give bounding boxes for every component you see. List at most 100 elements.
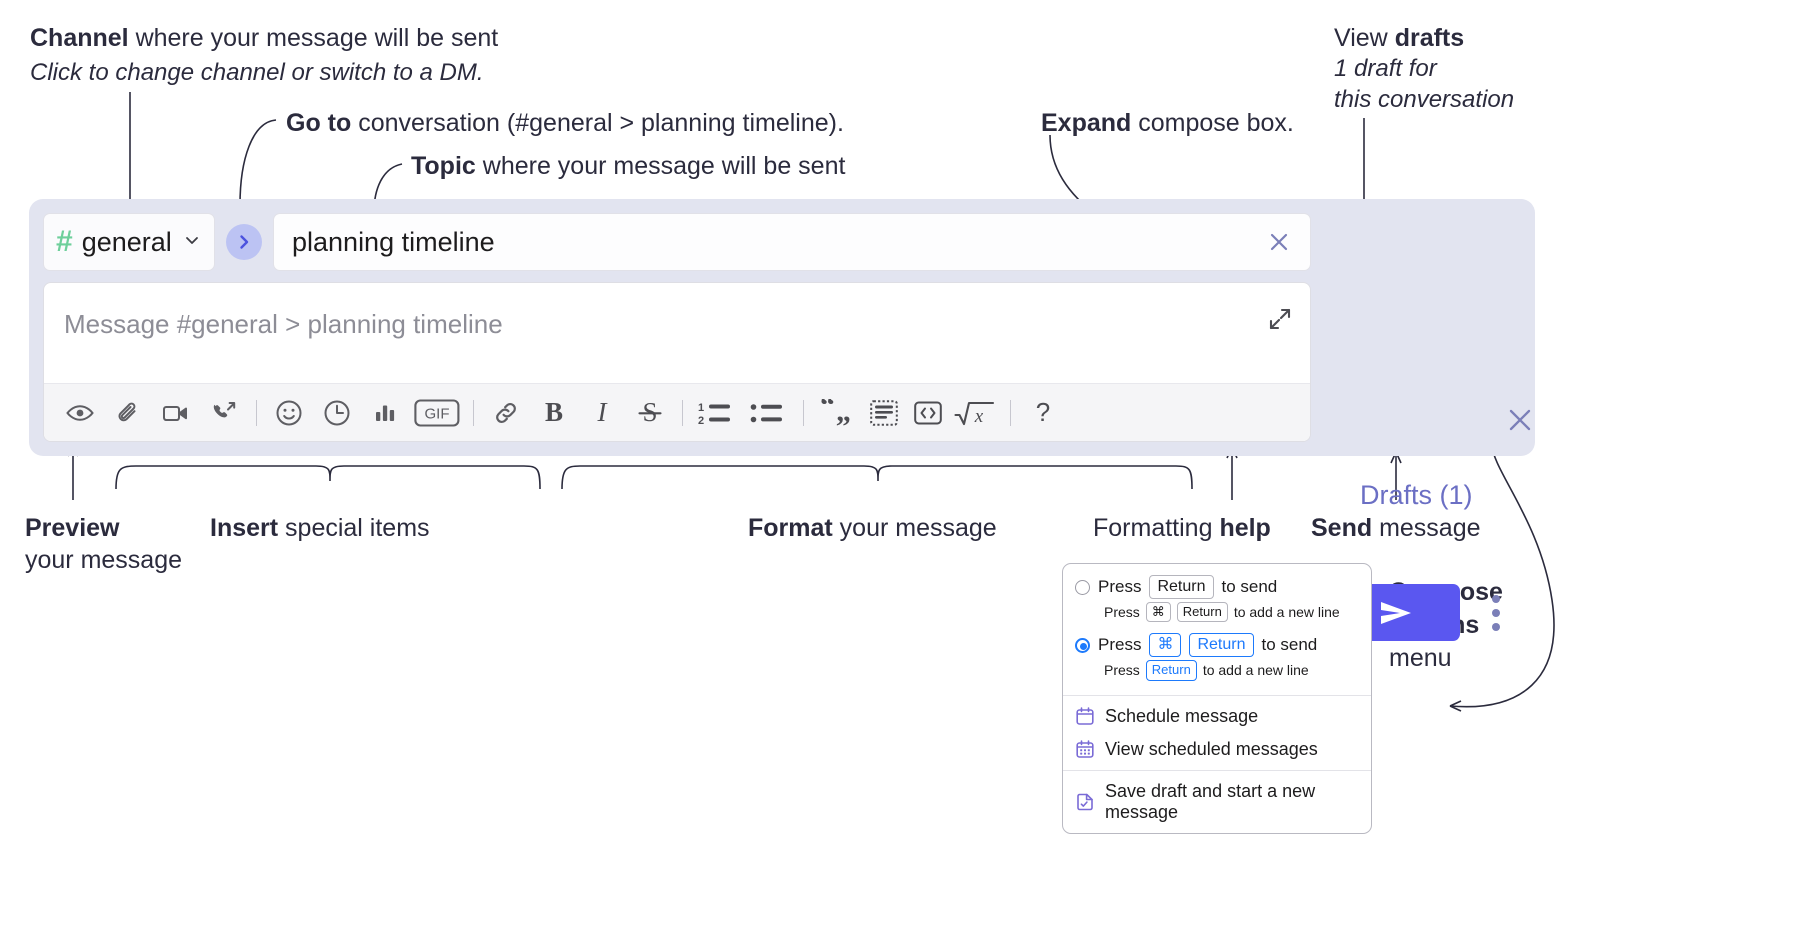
bulleted-list-icon[interactable]: [747, 393, 791, 433]
annotation-drafts-line2: 1 draft for: [1334, 55, 1437, 82]
annotation-topic: Topic where your message will be sent: [411, 150, 845, 182]
compose-header-row: # general planning timeline: [43, 213, 1311, 271]
clock-icon[interactable]: [317, 393, 357, 433]
option-2-post: to send: [1261, 635, 1318, 655]
key-command: ⌘: [1145, 602, 1171, 623]
annotation-goto-bold: Go to: [286, 109, 352, 137]
svg-text:2: 2: [698, 415, 704, 427]
annotation-drafts: View drafts 1 draft for this conversatio…: [1334, 22, 1514, 115]
poll-icon[interactable]: [365, 393, 405, 433]
option-1-sub-pre: Press: [1104, 604, 1140, 621]
menu-item-schedule-message[interactable]: Schedule message: [1063, 700, 1371, 733]
radio-option-return[interactable]: Press Return to send: [1063, 574, 1371, 600]
more-options-icon[interactable]: [1481, 584, 1511, 641]
annotation-format: Format your message: [748, 512, 997, 544]
close-icon[interactable]: [1504, 404, 1536, 441]
compose-inner: # general planning timeline M: [43, 213, 1311, 442]
message-compose-box[interactable]: Message #general > planning timeline: [43, 282, 1311, 442]
draft-group: Save draft and start a new message: [1063, 771, 1371, 833]
radio-button-selected[interactable]: [1075, 637, 1090, 653]
key-return: Return: [1145, 660, 1197, 681]
emoji-icon[interactable]: [269, 393, 309, 433]
calendar-icon: [1075, 706, 1095, 726]
annotation-channel-line2: Click to change channel or switch to a D…: [30, 59, 484, 86]
annotation-preview: Preview your message: [25, 512, 182, 576]
svg-text:x: x: [974, 406, 984, 427]
menu-item-label: Save draft and start a new message: [1105, 780, 1316, 822]
key-return: Return: [1189, 633, 1254, 658]
annotation-expand-bold: Expand: [1041, 109, 1132, 137]
annotation-channel: Channel where your message will be sent …: [30, 22, 498, 89]
strikethrough-icon[interactable]: S: [630, 393, 670, 433]
goto-conversation-button[interactable]: [226, 224, 262, 260]
annotation-fhelp-bold: help: [1219, 514, 1271, 542]
gif-icon[interactable]: GIF: [413, 393, 461, 433]
option-1-post: to send: [1221, 577, 1278, 596]
kebab-dot: [1492, 608, 1500, 617]
help-icon[interactable]: ?: [1023, 393, 1063, 433]
schedule-group: Schedule message View scheduled messages: [1063, 696, 1371, 770]
option-1-pre: Press: [1098, 577, 1142, 596]
preview-icon[interactable]: [60, 393, 100, 433]
kebab-dot: [1492, 622, 1500, 631]
annotation-preview-line2: your message: [25, 546, 183, 574]
menu-item-view-scheduled-messages[interactable]: View scheduled messages: [1063, 733, 1371, 766]
save-draft-icon: [1075, 792, 1095, 812]
annotation-format-bold: Format: [748, 514, 833, 542]
message-input-placeholder: Message #general > planning timeline: [64, 309, 503, 339]
menu-divider: [1063, 769, 1371, 771]
compose-options-menu: Press Return to send Press ⌘ Return to a…: [1062, 563, 1372, 834]
channel-selector[interactable]: # general: [43, 213, 215, 271]
annotation-topic-rest: where your message will be sent: [475, 152, 846, 180]
annotation-drafts-line3: this conversation: [1334, 85, 1515, 113]
audio-call-icon[interactable]: [204, 393, 244, 433]
radio-button[interactable]: [1075, 579, 1090, 595]
svg-text:?: ?: [1036, 398, 1050, 427]
close-icon[interactable]: [1264, 227, 1294, 257]
italic-icon[interactable]: I: [582, 393, 622, 433]
key-command: ⌘: [1149, 633, 1182, 658]
expand-icon[interactable]: [1266, 305, 1294, 338]
topic-input[interactable]: planning timeline: [273, 213, 1311, 271]
link-icon[interactable]: [486, 393, 526, 433]
compose-panel: # general planning timeline M: [29, 199, 1536, 641]
hash-icon: #: [56, 225, 73, 258]
send-icon: [1381, 601, 1411, 624]
drafts-link[interactable]: Drafts (1): [1360, 480, 1473, 510]
calendar-grid-icon: [1075, 739, 1095, 759]
option-1-sub-post: to add a new line: [1233, 604, 1340, 621]
annotation-send-bold: Send: [1311, 514, 1373, 542]
option-2-pre: Press: [1098, 635, 1142, 655]
radio-option-cmd-return[interactable]: Press ⌘ Return to send: [1063, 632, 1371, 658]
annotation-compose-line3: menu: [1389, 644, 1452, 672]
chevron-down-icon: [182, 230, 202, 255]
blockquote-icon[interactable]: “ „: [816, 393, 860, 433]
code-icon[interactable]: [908, 393, 948, 433]
menu-item-label: Schedule message: [1105, 705, 1259, 726]
annotation-format-rest: your message: [832, 514, 997, 542]
menu-item-save-draft[interactable]: Save draft and start a new message: [1063, 775, 1371, 829]
svg-text:„: „: [836, 399, 851, 427]
ordered-list-icon[interactable]: 1 2: [695, 393, 739, 433]
annotation-fhelp-rest: Formatting: [1093, 514, 1220, 542]
annotation-send: Send message: [1311, 512, 1481, 544]
annotation-goto: Go to conversation (#general > planning …: [286, 107, 844, 139]
annotation-channel-bold: Channel: [30, 24, 129, 52]
channel-name-label: general: [81, 226, 172, 257]
math-icon[interactable]: x: [952, 393, 998, 433]
annotation-insert-rest: special items: [278, 514, 430, 542]
video-icon[interactable]: [156, 393, 196, 433]
annotation-send-rest: message: [1372, 514, 1481, 542]
option-1-sub: Press ⌘ Return to add a new line: [1063, 600, 1371, 628]
annotation-insert-bold: Insert: [210, 514, 279, 542]
svg-text:1: 1: [698, 402, 704, 414]
option-2-sub: Press Return to add a new line: [1063, 658, 1371, 686]
annotation-channel-rest: where your message will be sent: [128, 24, 499, 52]
bold-icon[interactable]: B: [534, 393, 574, 433]
annotation-preview-bold: Preview: [25, 514, 120, 542]
attachment-icon[interactable]: [108, 393, 148, 433]
annotation-expand: Expand compose box.: [1041, 107, 1294, 139]
code-block-icon[interactable]: [864, 393, 904, 433]
svg-text:“: “: [820, 399, 835, 422]
